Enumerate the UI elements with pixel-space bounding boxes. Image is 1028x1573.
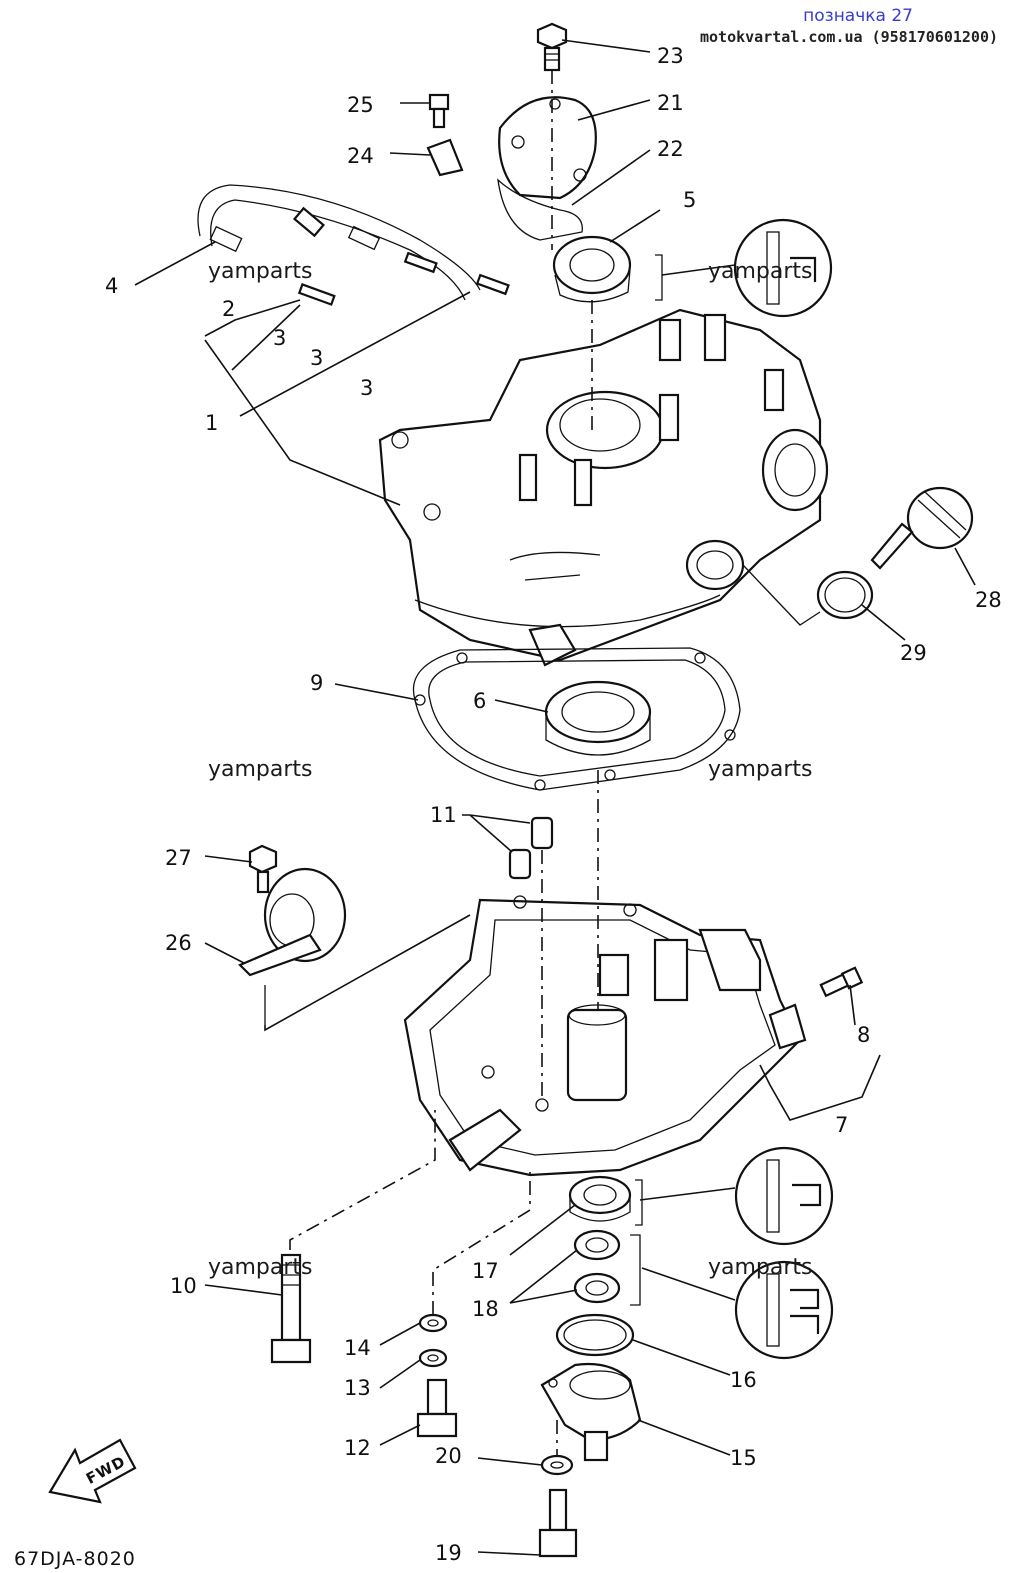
spring-drawing bbox=[685, 539, 821, 626]
clip-24-drawing bbox=[426, 138, 464, 177]
bolt-23-drawing bbox=[536, 22, 568, 72]
oil-seal-5-drawing bbox=[552, 235, 632, 303]
washer-13-drawing bbox=[418, 1348, 448, 1368]
diagram-code: 67DJA-8020 bbox=[14, 1548, 136, 1570]
o-ring-29-drawing bbox=[816, 570, 874, 620]
callout-20: 20 bbox=[435, 1444, 462, 1468]
o-ring-16-drawing bbox=[555, 1313, 635, 1357]
callout-11: 11 bbox=[430, 803, 457, 827]
drain-plug-28-drawing bbox=[870, 486, 974, 570]
callout-2: 2 bbox=[222, 297, 235, 321]
callout-21: 21 bbox=[657, 91, 684, 115]
watermark: yamparts bbox=[208, 1255, 313, 1280]
watermarks: yamparts yamparts yamparts yamparts yamp… bbox=[208, 259, 813, 1280]
callout-16: 16 bbox=[730, 1368, 757, 1392]
washer-20-drawing bbox=[540, 1454, 574, 1476]
watermark: yamparts bbox=[708, 259, 813, 284]
callout-17: 17 bbox=[472, 1259, 499, 1283]
watermark: yamparts bbox=[208, 259, 313, 284]
callout-24: 24 bbox=[347, 144, 374, 168]
fwd-arrow bbox=[48, 1438, 137, 1504]
lower-crankcase-drawing bbox=[403, 770, 807, 1177]
upper-crankcase-drawing bbox=[378, 300, 829, 667]
gear-26-drawing bbox=[238, 867, 347, 1025]
callout-10: 10 bbox=[170, 1274, 197, 1298]
washer-14-drawing bbox=[418, 1170, 531, 1333]
callout-22: 22 bbox=[657, 137, 684, 161]
callout-3c: 3 bbox=[360, 376, 373, 400]
oil-seal-17-drawing bbox=[568, 1175, 632, 1222]
callout-3b: 3 bbox=[310, 346, 323, 370]
bolt-25-drawing bbox=[428, 93, 450, 129]
bolt-19-drawing bbox=[538, 1420, 578, 1558]
oil-seals-18-drawing bbox=[573, 1229, 621, 1304]
dowel-pins-drawing bbox=[292, 206, 510, 306]
bolt-27-drawing bbox=[248, 844, 278, 894]
header-site: motokvartal.com.ua (958170601200) bbox=[699, 28, 998, 46]
callout-15: 15 bbox=[730, 1446, 757, 1470]
hose-4-drawing bbox=[197, 184, 481, 301]
callout-14: 14 bbox=[344, 1336, 371, 1360]
callout-26: 26 bbox=[165, 931, 192, 955]
seal-detail-top bbox=[655, 218, 833, 318]
callout-1: 1 bbox=[205, 411, 218, 435]
watermark: yamparts bbox=[708, 757, 813, 782]
seal-detail-mid bbox=[635, 1146, 834, 1246]
watermark: yamparts bbox=[708, 1255, 813, 1280]
callout-25: 25 bbox=[347, 93, 374, 117]
callout-4: 4 bbox=[105, 274, 118, 298]
cover-21-drawing bbox=[498, 70, 597, 250]
seal-detail-bottom bbox=[630, 1234, 834, 1360]
callout-19: 19 bbox=[435, 1541, 462, 1565]
dowels-11-drawing bbox=[508, 816, 554, 880]
callout-12: 12 bbox=[344, 1436, 371, 1460]
callout-5: 5 bbox=[683, 188, 696, 212]
gasket-9-drawing bbox=[412, 647, 741, 791]
callout-9: 9 bbox=[310, 671, 323, 695]
callout-13: 13 bbox=[344, 1376, 371, 1400]
bolt-10-drawing bbox=[270, 1110, 436, 1364]
callout-8: 8 bbox=[857, 1023, 870, 1047]
callout-7: 7 bbox=[835, 1113, 848, 1137]
callouts: 23 21 22 25 24 5 4 2 3 3 3 3 1 28 29 9 6… bbox=[105, 44, 1002, 1565]
callout-28: 28 bbox=[975, 588, 1002, 612]
header-title: позначка 27 bbox=[803, 6, 913, 26]
callout-3a: 3 bbox=[273, 326, 286, 350]
leader-lines bbox=[134, 39, 976, 1556]
bearing-6-drawing bbox=[544, 680, 652, 756]
bolt-8-drawing bbox=[819, 966, 864, 998]
callout-23: 23 bbox=[657, 44, 684, 68]
callout-6: 6 bbox=[473, 689, 486, 713]
watermark: yamparts bbox=[208, 757, 313, 782]
callout-29: 29 bbox=[900, 641, 927, 665]
callout-18: 18 bbox=[472, 1297, 499, 1321]
bolt-12-drawing bbox=[416, 1378, 458, 1438]
gasket-22-drawing bbox=[497, 178, 583, 241]
callout-27: 27 bbox=[165, 846, 192, 870]
housing-15-drawing bbox=[540, 1362, 642, 1462]
